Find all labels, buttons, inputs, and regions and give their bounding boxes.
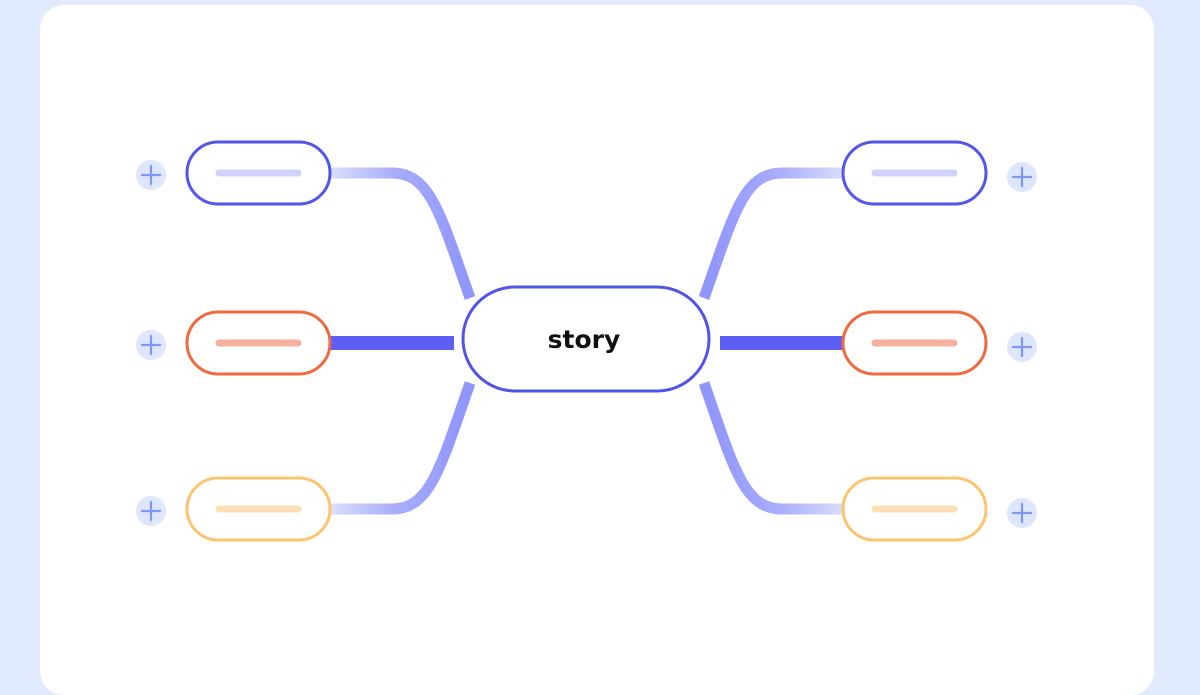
branch-right-bottom-node[interactable]	[841, 476, 988, 542]
branch-left-middle-node[interactable]	[185, 310, 332, 376]
branch-left-bottom-node[interactable]	[185, 476, 332, 542]
central-topic-node[interactable]: story	[461, 285, 711, 393]
plus-icon	[140, 164, 162, 186]
branch-right-middle-node[interactable]	[841, 310, 988, 376]
branch-left-bottom-add-button[interactable]	[136, 496, 166, 526]
connectors	[330, 167, 845, 515]
branch-left-top-node[interactable]	[185, 140, 332, 206]
branch-left-top-add-button[interactable]	[136, 160, 166, 190]
plus-icon	[1011, 166, 1033, 188]
mind-map: story	[136, 140, 1037, 542]
central-topic-label: story	[548, 325, 621, 354]
branch-right-middle-add-button[interactable]	[1007, 332, 1037, 362]
plus-icon	[140, 334, 162, 356]
branch-left-middle-add-button[interactable]	[136, 330, 166, 360]
branch-left-bottom-connector	[330, 381, 476, 515]
plus-icon	[140, 500, 162, 522]
plus-icon	[1011, 502, 1033, 524]
branch-right-top-node[interactable]	[841, 140, 988, 206]
branch-left-top-connector	[330, 167, 476, 300]
branch-right-top-add-button[interactable]	[1007, 162, 1037, 192]
branch-right-top-connector	[698, 167, 845, 300]
branch-right-bottom-connector	[698, 381, 845, 515]
branch-right-bottom-add-button[interactable]	[1007, 498, 1037, 528]
plus-icon	[1011, 336, 1033, 358]
nodes	[136, 140, 1037, 542]
